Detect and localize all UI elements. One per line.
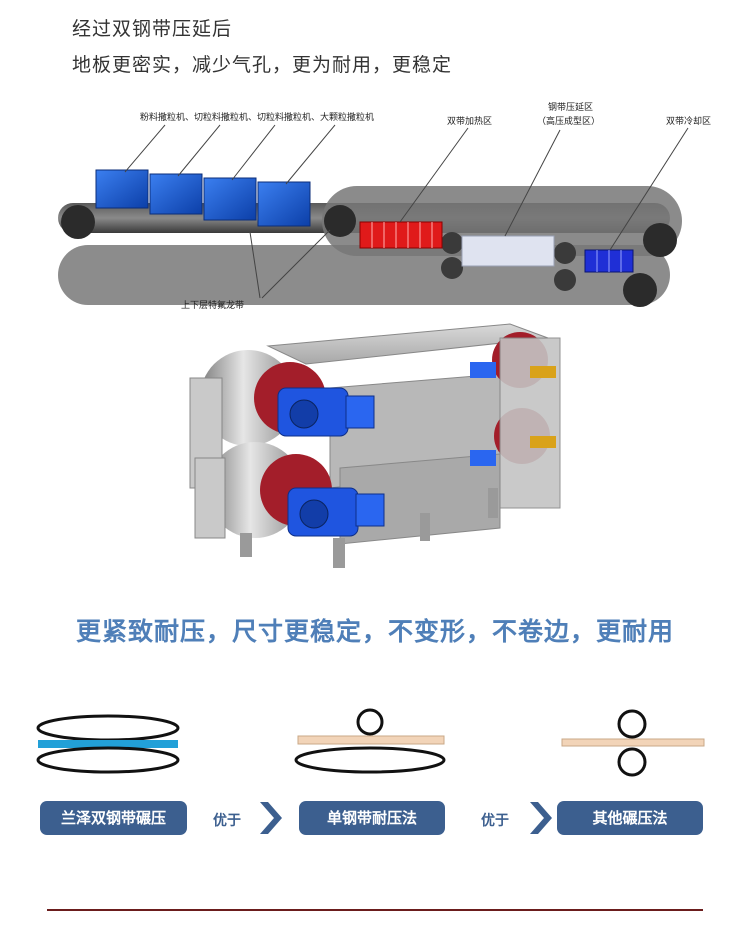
- heating-zone: [359, 221, 443, 249]
- method-other[interactable]: 其他碾压法: [557, 801, 703, 835]
- cooling-zone: [584, 249, 634, 273]
- double-belt-diagram: [36, 714, 180, 774]
- machines-label: 粉料撒粒机、切粒料撒粒机、切粒料撒粒机、大颗粒撒粒机: [140, 111, 374, 123]
- lower-motor: [287, 487, 385, 537]
- heating-label: 双带加热区: [447, 115, 492, 127]
- method-single-belt[interactable]: 单钢带耐压法: [299, 801, 445, 835]
- better-than-1: 优于: [213, 813, 241, 829]
- process-diagram: 粉料撒粒机、切粒料撒粒机、切粒料撒粒机、大颗粒撒粒机 双带加热区 钢带压延区 （…: [58, 101, 711, 311]
- header-line-1: 经过双钢带压延后: [72, 18, 233, 40]
- other-press-diagram: [561, 709, 705, 777]
- chevron-right-icon: [260, 802, 282, 834]
- leader-lines: [124, 124, 689, 299]
- single-belt-diagram: [294, 708, 446, 774]
- chevron-right-icon: [530, 802, 552, 834]
- upper-motor: [277, 387, 375, 437]
- header-line-2: 地板更密实，减少气孔，更为耐用，更稳定: [72, 54, 453, 76]
- machine-illustration: [189, 323, 561, 568]
- press-label-1: 钢带压延区: [548, 101, 593, 113]
- footer-divider: [47, 909, 703, 911]
- comparison-diagrams: [36, 708, 705, 777]
- cooling-label: 双带冷却区: [666, 115, 711, 127]
- better-than-2: 优于: [481, 813, 509, 829]
- method-double-belt[interactable]: 兰泽双钢带碾压: [40, 801, 187, 835]
- belt-label: 上下层特氟龙带: [181, 299, 244, 311]
- scatter-machines: [95, 169, 311, 227]
- press-label-2: （高压成型区）: [537, 115, 600, 127]
- press-zone: [461, 235, 555, 267]
- tagline: 更紧致耐压，尺寸更稳定，不变形，不卷边，更耐用: [75, 617, 674, 646]
